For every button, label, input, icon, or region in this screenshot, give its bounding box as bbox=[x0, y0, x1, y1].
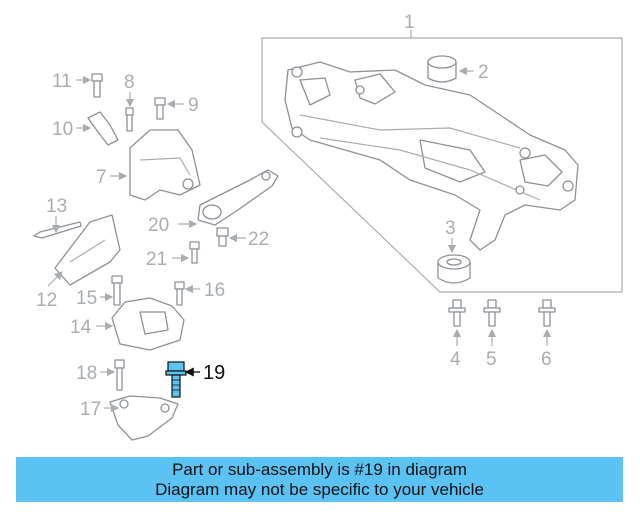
callout-8: 8 bbox=[124, 72, 135, 93]
callout-12: 12 bbox=[36, 290, 57, 311]
bolt-18[interactable] bbox=[114, 359, 125, 391]
subframe-crossmember[interactable] bbox=[284, 61, 579, 251]
long-bolt-13[interactable] bbox=[33, 221, 82, 239]
highlighted-bolt-19[interactable] bbox=[165, 361, 187, 398]
bolt-11[interactable] bbox=[91, 73, 103, 98]
callout-15: 15 bbox=[76, 288, 97, 309]
bolt-15[interactable] bbox=[111, 275, 123, 306]
banner-line-2: Diagram may not be specific to your vehi… bbox=[155, 479, 484, 499]
bolt-16[interactable] bbox=[174, 281, 185, 306]
mount-bushing-3[interactable] bbox=[437, 254, 471, 284]
callout-10: 10 bbox=[52, 119, 73, 140]
callout-16: 16 bbox=[204, 280, 225, 301]
callout-5: 5 bbox=[486, 349, 497, 370]
callout-11: 11 bbox=[52, 71, 72, 92]
bolt-4[interactable] bbox=[448, 299, 466, 327]
callout-18: 18 bbox=[76, 363, 97, 384]
callout-21: 21 bbox=[146, 249, 167, 270]
callout-13: 13 bbox=[46, 196, 67, 217]
lower-bracket-17[interactable] bbox=[109, 395, 179, 441]
bolt-8[interactable] bbox=[125, 107, 134, 132]
mount-bushing-2[interactable] bbox=[427, 55, 457, 83]
callout-1: 1 bbox=[404, 12, 415, 33]
callout-7: 7 bbox=[96, 167, 107, 188]
torque-rod-20[interactable] bbox=[197, 169, 279, 226]
callout-3: 3 bbox=[445, 218, 456, 239]
callout-4: 4 bbox=[450, 349, 461, 370]
callout-6: 6 bbox=[541, 349, 552, 370]
bolt-21[interactable] bbox=[189, 241, 200, 264]
engine-mount-7[interactable] bbox=[129, 129, 201, 201]
subframe-group-outline bbox=[261, 37, 623, 293]
callout-14: 14 bbox=[70, 317, 92, 338]
bolt-5[interactable] bbox=[483, 299, 501, 327]
transmission-mount-14[interactable] bbox=[111, 297, 185, 351]
mount-bracket-12[interactable] bbox=[54, 214, 121, 286]
callout-22: 22 bbox=[248, 229, 269, 250]
callout-9: 9 bbox=[188, 95, 199, 116]
callout-20: 20 bbox=[148, 215, 169, 236]
callout-17: 17 bbox=[80, 399, 101, 420]
bolt-22[interactable] bbox=[216, 227, 229, 247]
parts-diagram: 1 2 3 4 5 6 7 8 9 10 11 12 13 14 15 16 1… bbox=[33, 12, 623, 441]
bolt-9[interactable] bbox=[154, 97, 166, 120]
banner-line-1: Part or sub-assembly is #19 in diagram bbox=[172, 459, 467, 479]
bolt-6[interactable] bbox=[538, 299, 556, 327]
info-banner: Part or sub-assembly is #19 in diagram D… bbox=[16, 457, 623, 502]
callout-2: 2 bbox=[478, 62, 489, 83]
bracket-10[interactable] bbox=[87, 111, 119, 146]
callout-19-highlighted: 19 bbox=[203, 362, 225, 384]
